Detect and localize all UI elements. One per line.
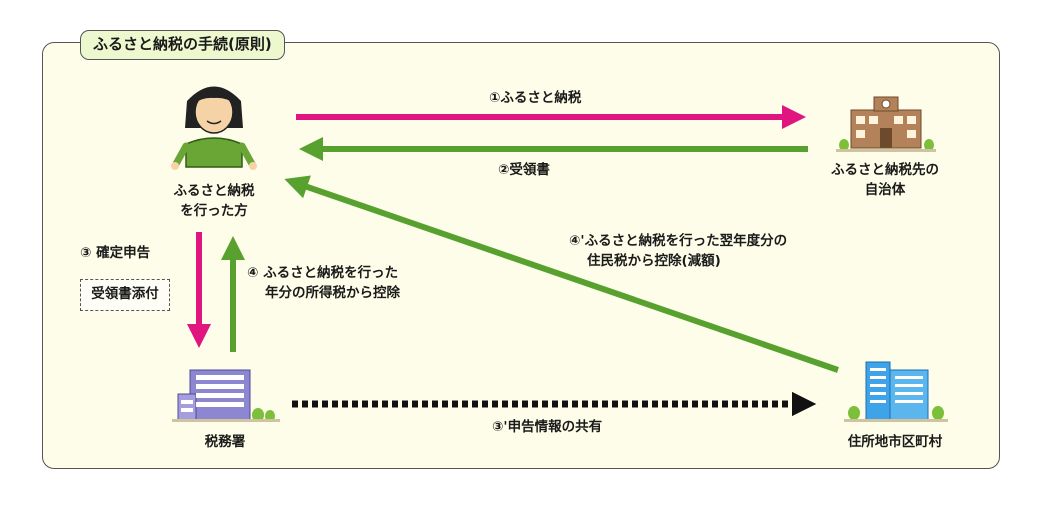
- person-label-line2: を行った方: [180, 203, 248, 219]
- flow-label-info-sharing: ③'申告情報の共有: [492, 419, 603, 435]
- resident-tax-deduction-line2: 住民税から控除(減額): [587, 253, 721, 269]
- flow-label-receipt: ②受領書: [498, 162, 550, 178]
- arrow-resident-tax-deduction: [284, 175, 839, 373]
- person-label-line1: ふるさと納税: [173, 183, 255, 199]
- municipality-building-icon: [844, 361, 948, 422]
- flow-label-donation: ①ふるさと納税: [489, 90, 582, 106]
- donation-municipality-label: ふるさと納税先の 自治体: [800, 160, 970, 200]
- flow-label-resident-tax-deduction: ④'ふるさと納税を行った翌年度分の 住民税から控除(減額): [569, 231, 787, 271]
- residence-municipality-label: 住所地市区町村: [847, 434, 943, 450]
- tax-office-building-icon: [172, 369, 280, 422]
- person-icon: [171, 86, 257, 170]
- donation-municipality-label-line2: 自治体: [864, 182, 906, 198]
- resident-tax-deduction-line1: ④'ふるさと納税を行った翌年度分の: [569, 233, 788, 249]
- receipt-attached-box: 受領書添付: [80, 279, 170, 311]
- person-label: ふるさと納税 を行った方: [134, 181, 294, 221]
- flow-label-tax-return: ③ 確定申告: [80, 245, 151, 261]
- income-tax-deduction-line2: 年分の所得税から控除: [265, 285, 400, 301]
- school-building-icon: [836, 96, 936, 152]
- income-tax-deduction-line1: ④ ふるさと納税を行った: [247, 265, 399, 281]
- diagram-title: ふるさと納税の手続(原則): [80, 30, 285, 60]
- donation-municipality-label-line1: ふるさと納税先の: [831, 162, 939, 178]
- flow-label-income-tax-deduction: ④ ふるさと納税を行った 年分の所得税から控除: [247, 263, 400, 303]
- tax-office-label: 税務署: [204, 434, 246, 450]
